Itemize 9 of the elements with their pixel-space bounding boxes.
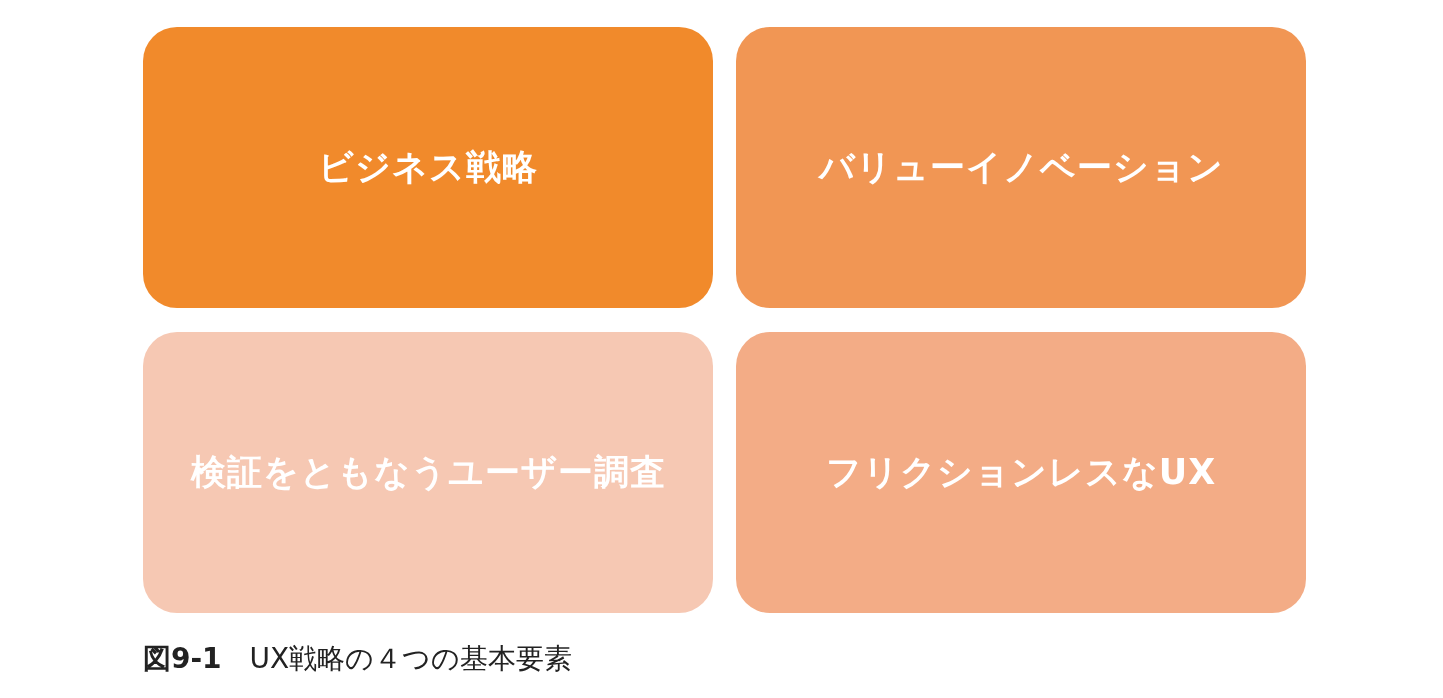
box-label: 検証をともなうユーザー調査 [190, 451, 666, 494]
rounded-box [143, 27, 713, 308]
rounded-box [736, 27, 1306, 308]
rounded-box [736, 332, 1306, 613]
box-label: フリクションレスなUX [825, 451, 1217, 494]
rounded-box [143, 332, 713, 613]
box-label: ビジネス戦略 [318, 146, 538, 189]
box-label: バリューイノベーション [818, 146, 1224, 189]
figure-caption: 図9-1 UX戦略の４つの基本要素 [143, 641, 573, 677]
